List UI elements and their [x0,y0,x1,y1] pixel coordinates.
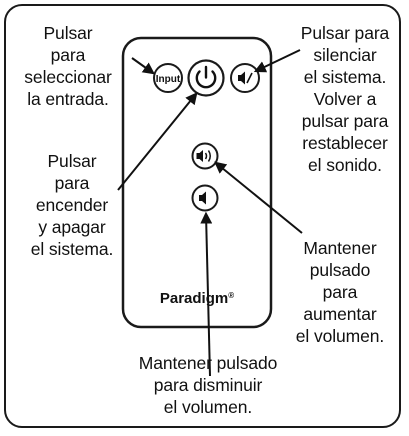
arrow-volume-down [200,211,213,377]
callout-line: la entrada. [27,89,109,109]
speaker-mute-icon [238,71,253,85]
callout-line: silenciar [313,45,377,65]
callout-line: el sonido. [308,155,382,175]
callout-line: Mantener [303,238,377,258]
brand-logo: Paradigm® [160,290,234,307]
speaker-waves-icon [196,150,211,162]
power-icon [195,65,217,89]
volume-down-button[interactable] [191,184,219,212]
callout-line: aumentar [303,304,377,324]
callout-line: encender [35,195,109,215]
callout-volume-down: Mantener pulsado para disminuir el volum… [118,352,298,418]
callout-line: el volumen. [295,326,385,346]
callout-power: Pulsar para encender y apagar el sistema… [22,150,122,260]
callout-line: Pulsar [47,151,97,171]
callout-line: el sistema. [303,67,387,87]
registered-mark: ® [228,291,234,300]
callout-line: seleccionar [24,67,112,87]
diagram-frame [4,4,401,428]
callout-volume-up: Mantener pulsado para aumentar el volume… [285,237,395,347]
arrow-volume-up [214,161,303,234]
callout-line: el sistema. [30,239,114,259]
callout-input: Pulsar para seleccionar la entrada. [18,22,118,110]
callout-line: pulsar para [301,111,389,131]
arrow-power [117,92,198,191]
callout-line: Volver a [313,89,377,109]
callout-line: Pulsar para [300,23,390,43]
callout-line: el volumen. [163,397,253,417]
callout-line: y apagar [38,217,106,237]
speaker-icon [199,191,206,205]
callout-mute: Pulsar para silenciar el sistema. Volver… [290,22,400,176]
volume-up-button[interactable] [191,142,219,170]
power-button[interactable] [187,59,225,97]
arrow-input [131,57,155,75]
callout-line: Pulsar [43,23,93,43]
callout-line: para [322,282,358,302]
callout-line: Mantener pulsado [138,353,278,373]
mute-button[interactable] [230,63,260,93]
input-button-label: Input [156,74,181,85]
arrow-mute [253,49,301,73]
callout-line: para [54,173,90,193]
callout-line: restablecer [302,133,388,153]
input-button[interactable]: Input [153,63,183,93]
callout-line: para disminuir [153,375,263,395]
callout-line: pulsado [309,260,371,280]
callout-line: para [50,45,86,65]
